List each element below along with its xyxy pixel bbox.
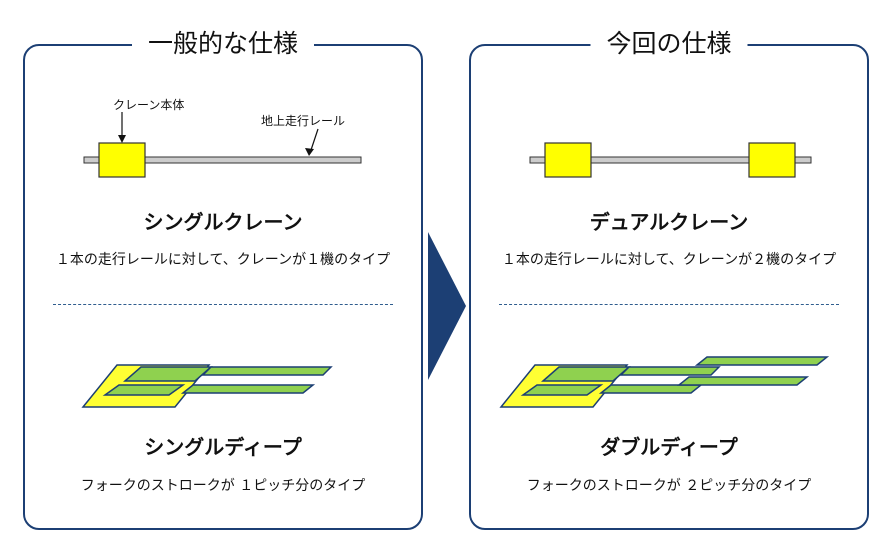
single-deep-description: フォークのストロークが １ピッチ分のタイプ (80, 478, 366, 494)
ground-rail (529, 156, 812, 164)
panel-current-spec: 今回の仕様 デュアルクレーン １本の走行レールに対して、クレーンが２機のタイプ … (469, 24, 869, 530)
double-deep-heading: ダブルディープ (600, 435, 738, 459)
fork-arm-top (201, 366, 333, 376)
rail-callout-arrowhead (305, 148, 314, 156)
single-deep-heading: シングルディープ (144, 435, 302, 459)
section-divider (499, 304, 839, 305)
fork-arm-bottom (180, 384, 316, 394)
crane-body (98, 142, 146, 178)
dual-crane-description: １本の走行レールに対して、クレーンが２機のタイプ (501, 252, 837, 268)
crane-body-right (748, 142, 796, 178)
single-crane-heading: シングルクレーン (143, 210, 303, 234)
section-divider (53, 304, 393, 305)
crane-body-left (544, 142, 592, 178)
double-deep-figure (499, 356, 830, 408)
fork-lower-green (520, 384, 604, 396)
fork-arm-bottom (598, 384, 704, 394)
panel-title: 一般的な仕様 (131, 24, 315, 64)
ground-rail (83, 156, 362, 164)
fork-lower-green (102, 384, 186, 396)
transition-arrow (428, 232, 466, 380)
rail-label: 地上走行レール (261, 114, 345, 128)
panel-title: 今回の仕様 (590, 24, 748, 64)
single-deep-figure (81, 364, 333, 408)
double-deep-description: フォークのストロークが ２ピッチ分のタイプ (526, 478, 812, 494)
fork-upper-green (123, 366, 213, 382)
crane-label: クレーン本体 (113, 98, 184, 112)
fork-ext-bottom (676, 376, 810, 386)
dual-crane-figure (529, 142, 812, 178)
single-crane-description: １本の走行レールに対して、クレーンが１機のタイプ (55, 252, 391, 268)
fork-upper-green (541, 366, 631, 382)
panel-general-spec: 一般的な仕様 クレーン本体 地上走行レール シングルクレーン １本の走行レールに… (23, 24, 423, 530)
fork-arm-top (619, 366, 721, 376)
dual-crane-heading: デュアルクレーン (589, 210, 749, 234)
crane-callout-arrowhead (118, 135, 126, 143)
single-crane-figure: クレーン本体 地上走行レール (83, 98, 362, 178)
fork-ext-top (694, 356, 830, 366)
